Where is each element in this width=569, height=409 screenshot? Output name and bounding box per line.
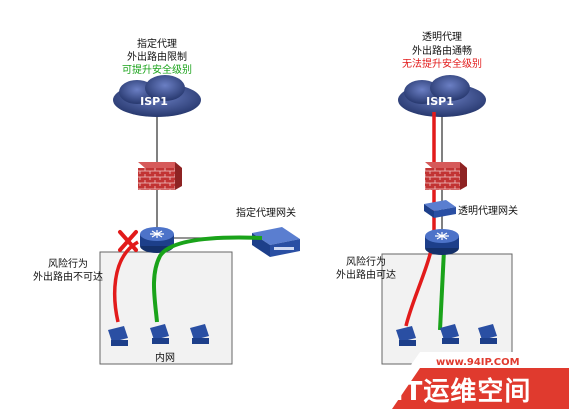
left-pc-icon (190, 324, 209, 344)
right-title: 透明代理 (422, 32, 462, 43)
right-isp-cloud (398, 75, 486, 117)
right-pc-icon (440, 324, 459, 344)
right-router-icon (425, 229, 459, 255)
left-network-label: 内网 (155, 353, 175, 364)
left-firewall-icon (138, 162, 182, 190)
right-pc-icon (478, 324, 497, 344)
left-cloud-label: ISP1 (140, 95, 168, 108)
block-x-icon (118, 230, 138, 252)
right-gateway-icon (424, 200, 456, 218)
left-status: 可提升安全级别 (122, 65, 192, 76)
right-pc-icon (396, 326, 416, 346)
left-subtitle: 外出路由限制 (127, 52, 187, 63)
left-isp-cloud (113, 75, 201, 117)
left-pc-icon (150, 324, 169, 344)
right-status: 无法提升安全级别 (402, 59, 482, 70)
right-gateway-label: 透明代理网关 (458, 206, 518, 217)
left-risk-path (113, 240, 139, 323)
right-diagram (381, 75, 513, 365)
right-safe-path (438, 249, 446, 331)
right-risk-line2: 外出路由可达 (336, 270, 396, 281)
left-diagram (99, 75, 300, 365)
left-safe-path (151, 235, 263, 323)
left-pc-icon (108, 326, 128, 346)
left-lan-box (99, 251, 233, 365)
right-subtitle: 外出路由通畅 (412, 46, 472, 57)
left-gateway-label: 指定代理网关 (236, 208, 296, 219)
watermark-banner (380, 352, 569, 409)
left-risk-line1: 风险行为 (48, 259, 88, 270)
right-cloud-label: ISP1 (426, 95, 454, 108)
left-title: 指定代理 (137, 39, 177, 50)
right-firewall-icon (425, 162, 467, 190)
watermark-brand: IT运维空间 (394, 377, 532, 407)
watermark-url: www.94IP.COM (436, 357, 520, 368)
left-gateway-icon (252, 227, 300, 257)
left-risk-line2: 外出路由不可达 (33, 272, 103, 283)
right-lan-box (381, 253, 513, 365)
left-router-icon (140, 227, 174, 253)
right-risk-line1: 风险行为 (346, 257, 386, 268)
